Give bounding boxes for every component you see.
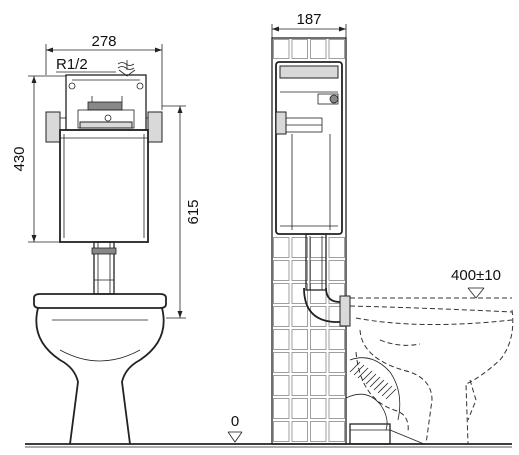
wall-tile [291, 237, 308, 258]
wall-tile [310, 375, 327, 396]
hatch-line [353, 364, 365, 376]
wall-tile [291, 352, 308, 373]
dim-label-615: 615 [185, 199, 202, 224]
wall-tile [328, 329, 345, 350]
wall-tile [291, 39, 308, 59]
dim-label-187: 187 [296, 11, 321, 28]
dim-height-400: 400±10 [451, 267, 501, 299]
wall-tile [310, 237, 327, 258]
dim-height-430: 430 [11, 75, 66, 243]
floor-level-label: 0 [231, 413, 239, 430]
left-cistern [45, 60, 163, 295]
wall-tile [291, 329, 308, 350]
dim-height-615: 615 [162, 105, 202, 319]
wall-tile [310, 260, 327, 281]
wall-tile [328, 352, 345, 373]
dim-depth-187: 187 [271, 11, 347, 38]
hatch-line [365, 373, 377, 385]
wall-tile [310, 421, 327, 442]
wall-tile [291, 421, 308, 442]
wall-tile [273, 237, 290, 258]
dim-label-400: 400±10 [451, 267, 501, 284]
thread-label: R1/2 [56, 56, 88, 73]
wall-tile [310, 306, 327, 327]
floor-level-marker: 0 [227, 413, 243, 443]
wall-tile [273, 329, 290, 350]
thread-callout: R1/2 [56, 56, 116, 73]
wall-tile [310, 283, 327, 304]
dim-label-430: 430 [11, 146, 28, 171]
left-toilet-bowl [33, 293, 167, 445]
wall-tile [273, 260, 290, 281]
wall-tile [328, 398, 345, 419]
wall-tile [291, 260, 308, 281]
dim-width-278: 278 [45, 33, 163, 110]
wall-tile [291, 283, 308, 304]
wall-tile [328, 237, 345, 258]
right-toilet-bowl [345, 297, 514, 445]
right-cistern [274, 60, 351, 327]
wall-tile [273, 375, 290, 396]
hatch-line [349, 361, 361, 373]
wall-tile [273, 39, 290, 59]
hatch-line [373, 379, 385, 391]
hatch-line [361, 370, 373, 382]
wall-tile [273, 421, 290, 442]
wall-tile [310, 352, 327, 373]
wall-tile [310, 398, 327, 419]
hatch-line [369, 376, 381, 388]
wall-tile [291, 306, 308, 327]
wall-tile [273, 283, 290, 304]
hatch-line [357, 367, 369, 379]
dim-label-278: 278 [91, 33, 116, 50]
hatch-line [381, 385, 393, 397]
wall-tile [310, 39, 327, 59]
wall-tile [291, 375, 308, 396]
wall-tile [273, 352, 290, 373]
wall-tile [273, 306, 290, 327]
wall-tile [328, 260, 345, 281]
hatch-line [377, 382, 389, 394]
wall-tile [328, 421, 345, 442]
wall-tile [328, 283, 345, 304]
wall-tile [273, 398, 290, 419]
wall-tile [328, 375, 345, 396]
hatch-line [385, 388, 397, 400]
wall-tile [310, 329, 327, 350]
wall-tile [291, 398, 308, 419]
wall-tile [328, 39, 345, 59]
floor-line [25, 443, 512, 448]
